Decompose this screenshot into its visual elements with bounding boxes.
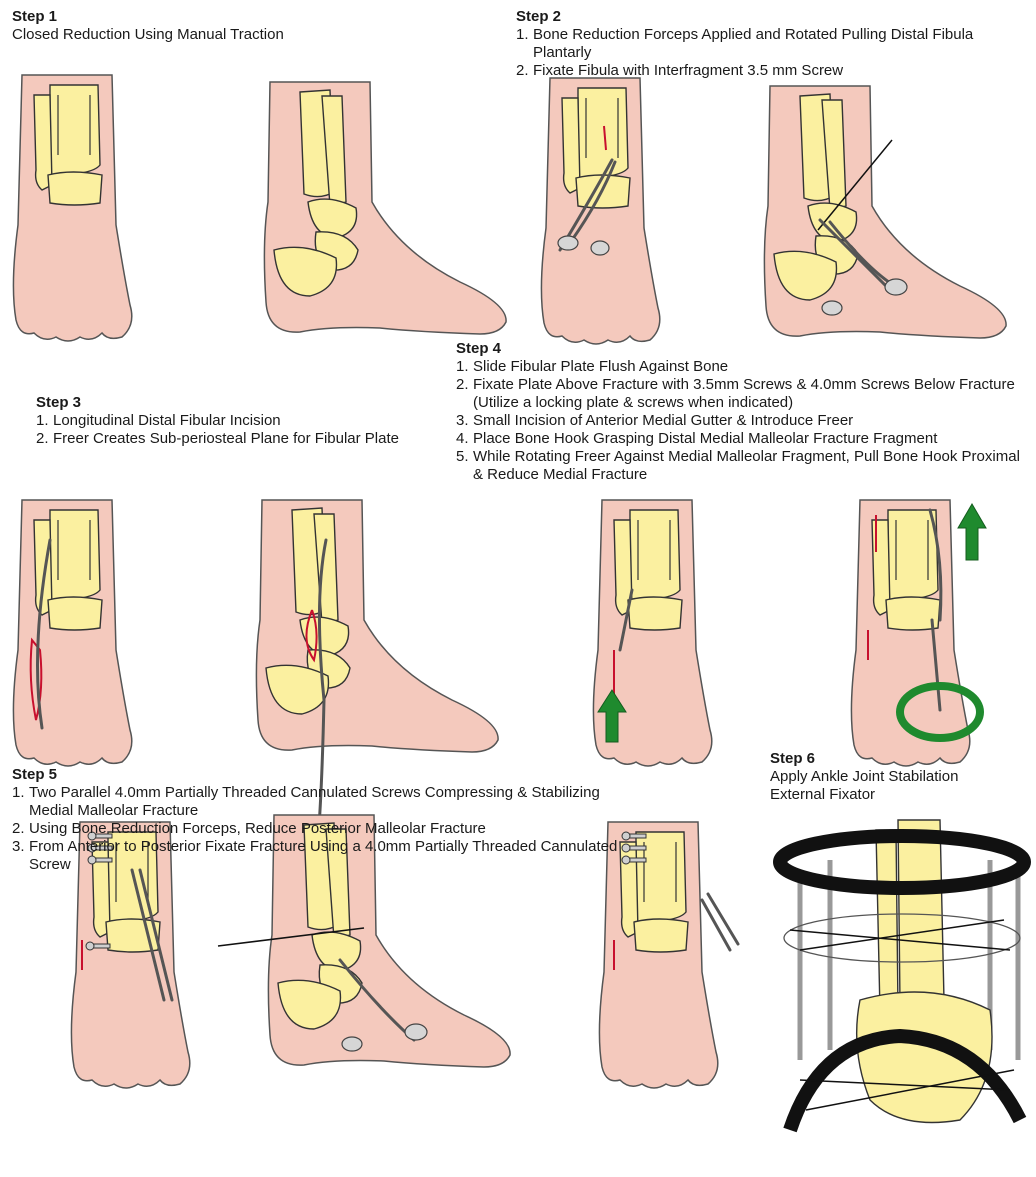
step6-external-fixator (780, 820, 1024, 1130)
step-subtitle: Apply Ankle Joint Stabilation External F… (770, 768, 960, 804)
step4-front-ankle-with-plate (593, 500, 711, 766)
step-item: 1.Slide Fibular Plate Flush Against Bone (456, 358, 1034, 376)
step-title: Step 3 (36, 394, 446, 412)
step4-front-ankle-with-hook (851, 500, 986, 766)
step-title: Step 4 (456, 340, 1034, 358)
step2-front-ankle-with-forceps (541, 78, 659, 344)
step-item: 1.Bone Reduction Forceps Applied and Rot… (516, 26, 1031, 62)
step-3-label: Step 3 1.Longitudinal Distal Fibular Inc… (36, 394, 446, 448)
step-4-label: Step 4 1.Slide Fibular Plate Flush Again… (456, 340, 1034, 484)
step-title: Step 1 (12, 8, 342, 26)
step-item: 1.Longitudinal Distal Fibular Incision (36, 412, 446, 430)
step-item: 3.Small Incision of Anterior Medial Gutt… (456, 412, 1034, 430)
step-5-label: Step 5 1.Two Parallel 4.0mm Partially Th… (12, 766, 622, 874)
step-6-label: Step 6 Apply Ankle Joint Stabilation Ext… (770, 750, 960, 804)
step1-front-ankle (13, 75, 131, 341)
step-title: Step 5 (12, 766, 622, 784)
step-item: 2.Fixate Plate Above Fracture with 3.5mm… (456, 376, 1034, 412)
step-2-label: Step 2 1.Bone Reduction Forceps Applied … (516, 8, 1031, 80)
step3-front-ankle-with-freer (13, 500, 131, 766)
step-subtitle: Closed Reduction Using Manual Traction (12, 26, 342, 44)
step-item: 3.From Anterior to Posterior Fixate Frac… (12, 838, 622, 874)
step-item: 5.While Rotating Freer Against Medial Ma… (456, 448, 1034, 484)
step-item: 1.Two Parallel 4.0mm Partially Threaded … (12, 784, 622, 820)
step-item: 4.Place Bone Hook Grasping Distal Medial… (456, 430, 1034, 448)
step1-side-foot (264, 82, 506, 334)
step-1-label: Step 1 Closed Reduction Using Manual Tra… (12, 8, 342, 44)
step-item: 2.Using Bone Reduction Forceps, Reduce P… (12, 820, 622, 838)
step-title: Step 6 (770, 750, 960, 768)
step-title: Step 2 (516, 8, 1031, 26)
step2-side-foot-with-forceps (764, 86, 1006, 338)
step-item: 2.Fixate Fibula with Interfragment 3.5 m… (516, 62, 1031, 80)
step-item: 2.Freer Creates Sub-periosteal Plane for… (36, 430, 446, 448)
